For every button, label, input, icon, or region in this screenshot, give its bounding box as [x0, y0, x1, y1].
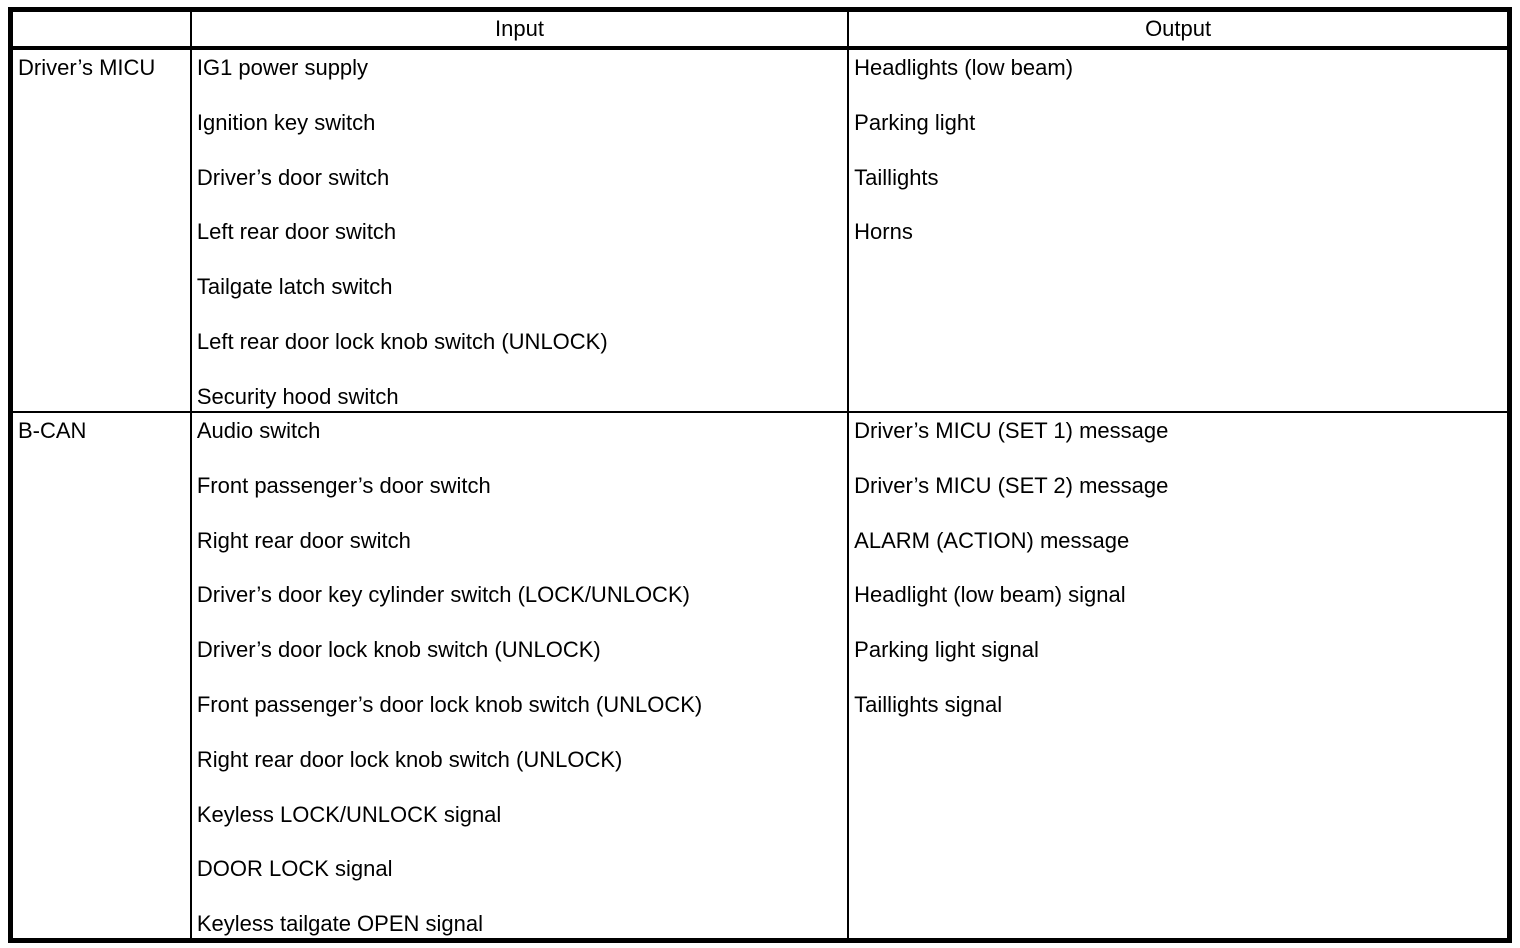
list-item: Keyless tailgate OPEN signal	[196, 911, 483, 937]
list-item: IG1 power supply	[196, 55, 369, 80]
list-item: Keyless LOCK/UNLOCK signal	[196, 801, 502, 827]
list-item: Right rear door switch	[196, 527, 411, 553]
list-item: Driver’s door lock knob switch (UNLOCK)	[196, 637, 601, 663]
table-header-row: Input Output	[9, 8, 1511, 50]
source-cell: Driver’s MICU	[9, 47, 192, 413]
list-item: Driver’s MICU (SET 1) message	[854, 418, 1169, 443]
list-item: Driver’s MICU (SET 2) message	[854, 472, 1169, 498]
list-item: Parking light	[854, 109, 976, 135]
list-item: Left rear door lock knob switch (UNLOCK)	[196, 328, 608, 354]
list-item: Front passenger’s door switch	[196, 472, 491, 498]
header-source-cell	[9, 8, 192, 50]
list-item: Ignition key switch	[196, 109, 376, 135]
list-item: Audio switch	[196, 418, 321, 443]
source-cell: B-CAN	[9, 411, 192, 941]
list-item: ALARM (ACTION) message	[854, 527, 1130, 553]
list-item: Right rear door lock knob switch (UNLOCK…	[196, 746, 623, 772]
source-label: B-CAN	[18, 418, 87, 443]
list-item: Parking light signal	[854, 637, 1039, 663]
list-item: Taillights signal	[854, 691, 1003, 717]
list-item: Driver’s door switch	[196, 164, 390, 190]
header-input-cell: Input	[189, 8, 850, 50]
list-item: Driver’s door key cylinder switch (LOCK/…	[196, 582, 690, 608]
list-item: Headlights (low beam)	[854, 55, 1074, 80]
io-signal-table: Input Output Driver’s MICU IG1 power sup…	[8, 7, 1512, 943]
list-item: Left rear door switch	[196, 219, 397, 245]
list-item: DOOR LOCK signal	[196, 856, 393, 882]
list-item: Security hood switch	[196, 383, 399, 409]
source-label: Driver’s MICU	[18, 55, 156, 80]
list-item: Horns	[854, 219, 913, 245]
list-item: Taillights	[854, 164, 939, 190]
list-item: Headlight (low beam) signal	[854, 582, 1126, 608]
list-item: Tailgate latch switch	[196, 274, 393, 300]
header-output-cell: Output	[847, 8, 1511, 50]
list-item: Front passenger’s door lock knob switch …	[196, 691, 703, 717]
